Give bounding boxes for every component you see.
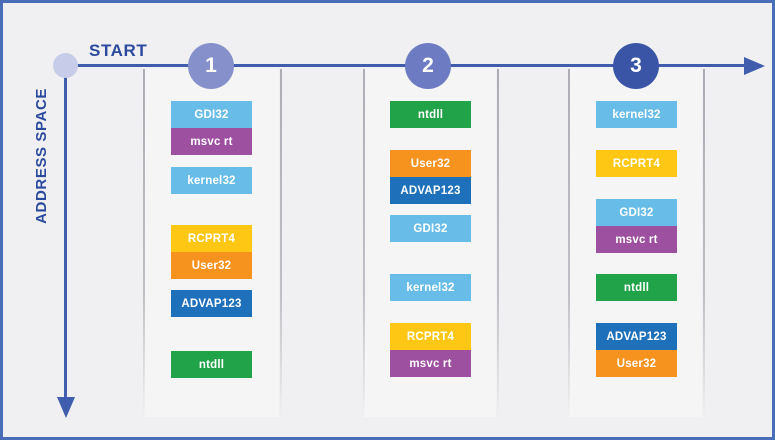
module-block-rcprt4: RCPRT4: [596, 150, 677, 177]
module-block-kernel32: kernel32: [596, 101, 677, 128]
address-space-arrowhead-icon: [57, 397, 75, 418]
module-block-ntdll: ntdll: [596, 274, 677, 301]
lane-separator-line: [143, 69, 145, 417]
module-block-msvc-rt: msvc rt: [596, 226, 677, 253]
address-space-label: ADDRESS SPACE: [33, 88, 50, 224]
lane-separator-line: [280, 69, 282, 417]
module-block-rcprt4: RCPRT4: [390, 323, 471, 350]
module-block-kernel32: kernel32: [171, 167, 252, 194]
milestone-circle-1: 1: [188, 43, 234, 89]
module-block-ntdll: ntdll: [171, 351, 252, 378]
module-block-advap123: ADVAP123: [390, 177, 471, 204]
lane-separator-line: [568, 69, 570, 417]
module-block-msvc-rt: msvc rt: [171, 128, 252, 155]
module-block-user32: User32: [171, 252, 252, 279]
lane-separator-line: [363, 69, 365, 417]
axis-origin-dot: [53, 53, 78, 78]
module-block-advap123: ADVAP123: [171, 290, 252, 317]
module-block-advap123: ADVAP123: [596, 323, 677, 350]
module-block-gdi32: GDI32: [596, 199, 677, 226]
start-label: START: [89, 41, 148, 60]
module-block-gdi32: GDI32: [390, 215, 471, 242]
module-block-ntdll: ntdll: [390, 101, 471, 128]
lane-separator-line: [703, 69, 705, 417]
timeline-arrowhead-icon: [744, 57, 765, 75]
module-block-user32: User32: [390, 150, 471, 177]
module-block-msvc-rt: msvc rt: [390, 350, 471, 377]
address-space-axis-line: [64, 66, 67, 398]
module-block-kernel32: kernel32: [390, 274, 471, 301]
milestone-circle-2: 2: [405, 43, 451, 89]
module-block-rcprt4: RCPRT4: [171, 225, 252, 252]
module-block-user32: User32: [596, 350, 677, 377]
milestone-circle-3: 3: [613, 43, 659, 89]
module-block-gdi32: GDI32: [171, 101, 252, 128]
lane-separator-line: [497, 69, 499, 417]
